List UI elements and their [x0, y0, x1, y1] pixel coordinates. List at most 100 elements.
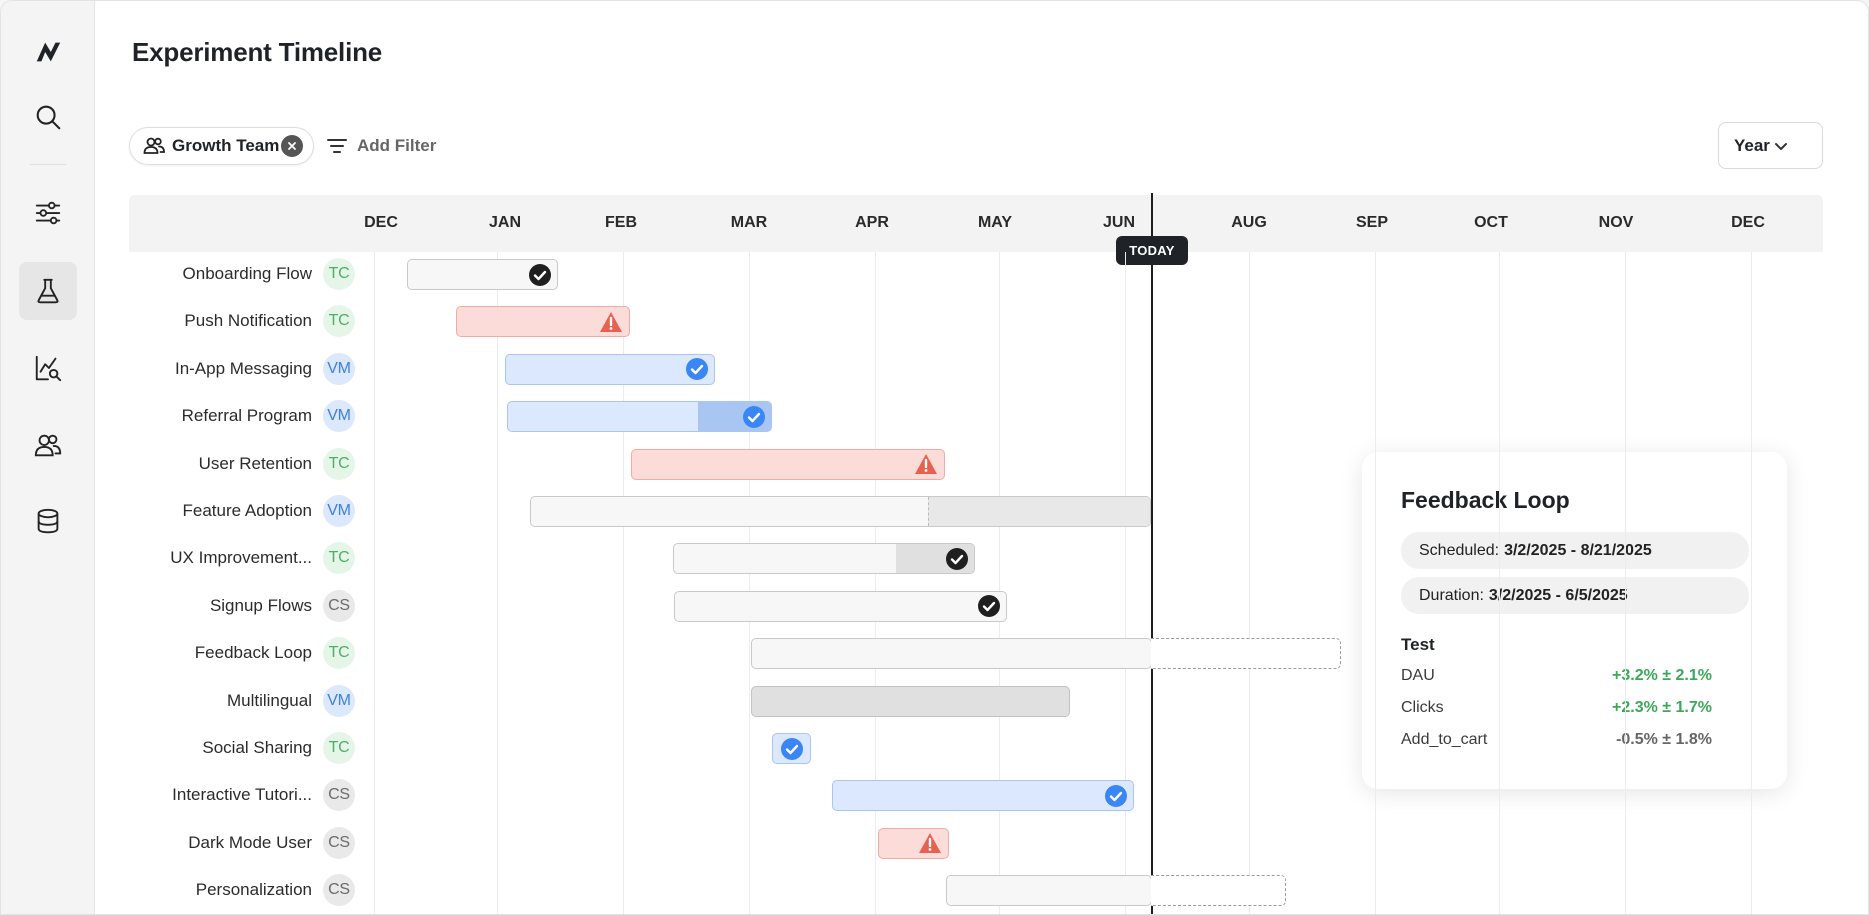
add-filter-button[interactable]: Add Filter: [325, 134, 436, 158]
scheduled-pill: Scheduled: 3/2/2025 - 8/21/2025: [1401, 532, 1749, 569]
check-icon: [1105, 784, 1127, 807]
label-column-divider: [374, 252, 375, 914]
month-grid-line: [623, 252, 624, 914]
remove-filter-icon[interactable]: [281, 135, 303, 157]
owner-avatar: VM: [323, 400, 355, 433]
check-icon: [781, 737, 803, 760]
check-icon: [978, 595, 1000, 618]
experiment-name[interactable]: User Retention: [198, 453, 312, 473]
month-label: MAY: [977, 214, 1013, 231]
warning-icon: [599, 311, 623, 333]
metric-value: +2.3% ± 1.7%: [1612, 699, 1712, 716]
sidebar: [1, 1, 95, 914]
experiment-bar[interactable]: [505, 353, 715, 385]
month-label: DEC: [1731, 214, 1765, 231]
owner-avatar: CS: [323, 779, 355, 812]
search-icon[interactable]: [19, 88, 77, 146]
duration-pill: Duration: 3/2/2025 - 6/5/2025: [1401, 577, 1749, 614]
experiment-bar[interactable]: [507, 401, 772, 433]
check-icon: [686, 358, 708, 381]
flask-icon[interactable]: [19, 262, 77, 320]
sidebar-divider: [30, 164, 66, 165]
experiment-name[interactable]: Onboarding Flow: [182, 264, 312, 283]
owner-avatar: TC: [323, 258, 355, 290]
add-filter-label: Add Filter: [357, 136, 437, 155]
experiment-name[interactable]: Dark Mode User: [188, 832, 312, 852]
check-icon: [946, 547, 968, 570]
experiment-bar[interactable]: [674, 590, 1007, 622]
warning-icon: [918, 832, 942, 854]
scheduled-label: Scheduled:: [1419, 541, 1500, 559]
month-grid-line: [1249, 252, 1250, 914]
filter-chip-growth-team[interactable]: Growth Team: [129, 127, 314, 165]
experiment-bar[interactable]: [631, 448, 945, 480]
owner-avatar: TC: [323, 732, 355, 764]
experiment-bar[interactable]: [456, 306, 630, 338]
logo-icon[interactable]: [19, 23, 77, 81]
experiment-bar[interactable]: [530, 496, 1151, 527]
bar-segment: [928, 497, 1150, 526]
experiment-name[interactable]: Referral Program: [181, 406, 312, 426]
view-range-select[interactable]: Year: [1718, 122, 1823, 169]
experiment-bar[interactable]: [832, 780, 1134, 812]
metric-name: Add_to_cart: [1401, 731, 1488, 748]
experiment-name[interactable]: Social Sharing: [202, 738, 312, 757]
database-icon[interactable]: [19, 492, 77, 550]
popover-section-title: Test: [1401, 635, 1435, 654]
month-label: NOV: [1598, 214, 1634, 231]
month-label: OCT: [1474, 214, 1508, 231]
experiment-name[interactable]: Feature Adoption: [182, 501, 312, 520]
month-grid-line: [1125, 252, 1126, 914]
month-label: JUN: [1102, 214, 1136, 231]
month-label: FEB: [605, 214, 637, 231]
scheduled-extension: [1151, 638, 1341, 670]
duration-value: 3/2/2025 - 6/5/2025: [1488, 586, 1628, 604]
month-label: JAN: [488, 214, 522, 231]
metric-value: +3.2% ± 2.1%: [1612, 667, 1712, 684]
month-grid-line: [999, 252, 1000, 914]
owner-avatar: VM: [323, 684, 355, 717]
experiment-name[interactable]: UX Improvement...: [170, 548, 312, 568]
experiment-name[interactable]: Feedback Loop: [194, 643, 312, 663]
today-line: [1151, 193, 1153, 914]
chevron-down-icon: [1772, 137, 1810, 155]
experiment-name[interactable]: Personalization: [195, 880, 312, 900]
experiment-bar[interactable]: [878, 827, 949, 859]
experiment-bar[interactable]: [673, 543, 975, 575]
experiment-name[interactable]: In-App Messaging: [174, 358, 312, 378]
check-icon: [529, 263, 551, 286]
owner-avatar: VM: [323, 495, 355, 527]
scheduled-extension: [1151, 875, 1286, 907]
experiment-bar[interactable]: [772, 733, 811, 764]
month-grid-line: [1375, 252, 1376, 914]
experiment-name[interactable]: Multilingual: [226, 690, 312, 710]
popover-title: Feedback Loop: [1401, 487, 1570, 513]
experiment-name[interactable]: Push Notification: [184, 311, 312, 331]
warning-icon: [914, 453, 938, 475]
experiment-popover: Feedback Loop Scheduled: 3/2/2025 - 8/21…: [1362, 452, 1787, 789]
chart-search-icon[interactable]: [19, 339, 77, 397]
experiment-bar[interactable]: [751, 685, 1070, 717]
month-label: APR: [855, 214, 889, 231]
owner-avatar: TC: [323, 637, 355, 670]
today-badge: TODAY: [1116, 236, 1188, 265]
experiment-bar[interactable]: [407, 259, 558, 290]
users-icon[interactable]: [19, 416, 77, 474]
experiment-bar[interactable]: [751, 638, 1152, 670]
timeline-header: [129, 195, 1823, 252]
scheduled-value: 3/2/2025 - 8/21/2025: [1504, 541, 1652, 559]
month-grid-line: [1625, 252, 1626, 914]
month-grid-line: [1751, 252, 1752, 914]
view-range-value: Year: [1734, 135, 1770, 155]
experiment-bar[interactable]: [946, 875, 1152, 907]
month-grid-line: [875, 252, 876, 914]
sliders-icon[interactable]: [19, 184, 77, 242]
month-label: AUG: [1231, 214, 1267, 231]
owner-avatar: CS: [323, 874, 355, 907]
experiment-name[interactable]: Interactive Tutori...: [172, 785, 312, 805]
month-label: DEC: [364, 214, 398, 231]
experiment-name[interactable]: Signup Flows: [209, 595, 312, 615]
duration-label: Duration:: [1419, 586, 1484, 604]
filter-chip-label: Growth Team: [172, 136, 280, 155]
